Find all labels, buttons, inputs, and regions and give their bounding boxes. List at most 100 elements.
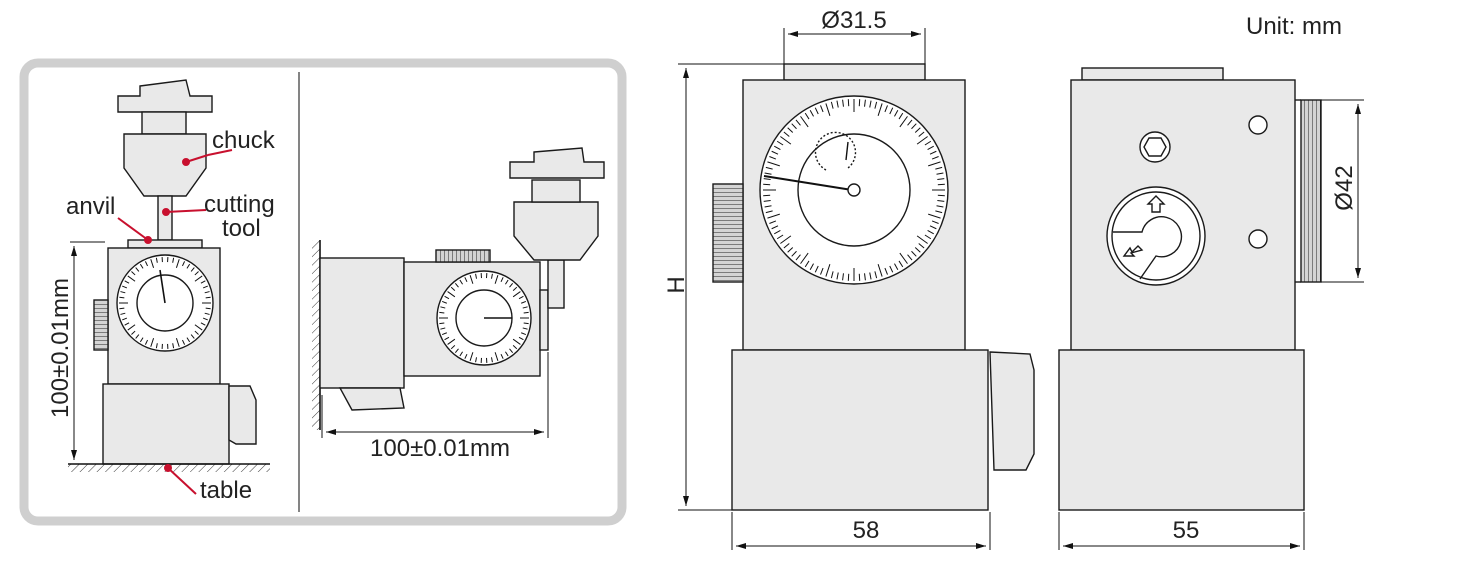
dial-tick bbox=[774, 145, 781, 150]
dial-tick bbox=[931, 220, 939, 224]
label-table: table bbox=[200, 477, 252, 504]
chuck-collar-horizontal bbox=[531, 179, 581, 203]
dial-tick bbox=[894, 263, 899, 270]
dial-tick bbox=[444, 336, 450, 341]
dial-tick bbox=[135, 267, 140, 272]
dial-tick bbox=[518, 336, 524, 341]
dial-tick bbox=[814, 107, 819, 115]
dial-tick bbox=[139, 337, 144, 343]
dial-tick bbox=[469, 275, 474, 284]
dial-tick bbox=[804, 112, 810, 120]
dial-tick bbox=[927, 230, 934, 235]
dial-tick bbox=[935, 166, 943, 170]
dial-tick bbox=[916, 235, 928, 244]
dial-needle-small bbox=[159, 269, 166, 304]
dial-tick bbox=[877, 103, 883, 116]
dial-tick bbox=[791, 250, 797, 257]
dial-tick bbox=[124, 322, 130, 326]
dial-tick bbox=[763, 178, 771, 180]
dial-tick bbox=[464, 277, 468, 283]
dial-tick bbox=[200, 280, 206, 284]
dial-tick bbox=[512, 291, 521, 298]
cutting-tool bbox=[157, 195, 173, 241]
side-base bbox=[1058, 349, 1305, 511]
chuck-collar bbox=[141, 111, 187, 135]
horizontal-setup bbox=[312, 147, 605, 430]
dial-tick bbox=[763, 200, 771, 202]
front-dial-ticks bbox=[763, 99, 945, 281]
dial-tick bbox=[776, 234, 784, 240]
dial-tick bbox=[124, 280, 130, 284]
side-knob bbox=[1300, 99, 1322, 283]
dial-tick bbox=[820, 105, 824, 113]
dial-tick bbox=[914, 247, 921, 253]
dial-tick bbox=[204, 312, 210, 315]
dial-tick bbox=[869, 272, 872, 280]
dial-tick bbox=[172, 257, 175, 263]
dial-tick bbox=[182, 339, 186, 345]
dial-tick bbox=[918, 243, 925, 249]
dial-tick bbox=[120, 291, 126, 294]
front-knurl bbox=[712, 183, 744, 283]
dial-tick bbox=[907, 254, 913, 261]
dial-tick bbox=[439, 322, 445, 325]
dial-tick bbox=[795, 119, 801, 126]
unit-label: Unit: mm bbox=[1246, 13, 1342, 40]
dial-tick bbox=[780, 136, 792, 145]
dial-tick bbox=[155, 257, 158, 263]
dial-tick bbox=[914, 127, 921, 133]
dial-tick bbox=[469, 352, 474, 361]
usage-height-dimension: 100±0.01mm bbox=[47, 241, 105, 460]
wall-surface bbox=[312, 240, 320, 430]
dial-tick bbox=[135, 334, 140, 339]
dial-tick bbox=[139, 263, 144, 269]
side-lock-inner bbox=[1111, 191, 1201, 281]
side-view bbox=[1058, 67, 1322, 511]
dial-tick bbox=[202, 317, 208, 321]
dial-tick bbox=[122, 285, 128, 289]
dial-tick bbox=[780, 235, 792, 244]
usage-width-text: 100±0.01mm bbox=[370, 435, 510, 462]
dial-tick bbox=[911, 250, 917, 257]
dial-tick bbox=[459, 279, 463, 285]
chuck-body-horizontal bbox=[513, 201, 599, 261]
dial-tick bbox=[767, 213, 780, 219]
dial-tick bbox=[899, 252, 908, 264]
chuck-wheel-horizontal bbox=[509, 147, 605, 179]
dial-tick bbox=[929, 225, 937, 230]
front-dial-pivot bbox=[847, 183, 861, 197]
dial-tick bbox=[512, 286, 518, 291]
dial-ticks-small bbox=[119, 257, 211, 349]
dial-tick bbox=[783, 131, 790, 137]
dial-tick bbox=[186, 337, 191, 343]
dial-tick bbox=[190, 334, 195, 339]
dial-tick bbox=[929, 150, 937, 155]
dial-tick bbox=[475, 273, 477, 279]
dial-tick bbox=[131, 271, 136, 276]
front-clip bbox=[989, 351, 1035, 471]
dial-tick bbox=[800, 116, 809, 128]
dial-tick bbox=[767, 161, 780, 167]
dial-tick bbox=[204, 291, 210, 294]
dial-tick bbox=[523, 311, 529, 314]
dial-tick bbox=[769, 156, 777, 160]
dial-tick bbox=[144, 261, 148, 267]
dial-tick bbox=[787, 127, 794, 133]
side-top-cap bbox=[1081, 67, 1224, 81]
dial-tick bbox=[440, 327, 446, 330]
dial-tick bbox=[927, 145, 934, 150]
front-top-diameter-text: Ø31.5 bbox=[821, 7, 886, 34]
dial-tick bbox=[830, 101, 834, 109]
front-width-dimension: 58 bbox=[731, 512, 991, 550]
gauge-base-small bbox=[102, 383, 230, 465]
dial-tick bbox=[509, 283, 514, 288]
dial-tick bbox=[820, 267, 824, 275]
side-knob-diameter-text: Ø42 bbox=[1331, 165, 1358, 210]
dial-tick bbox=[884, 105, 888, 113]
dial-tick bbox=[874, 271, 878, 279]
dial-tick bbox=[194, 330, 199, 335]
dial-tick bbox=[491, 273, 493, 279]
label-chuck: chuck bbox=[212, 127, 276, 154]
dial-tick bbox=[764, 205, 772, 208]
dial-tick bbox=[771, 150, 779, 155]
